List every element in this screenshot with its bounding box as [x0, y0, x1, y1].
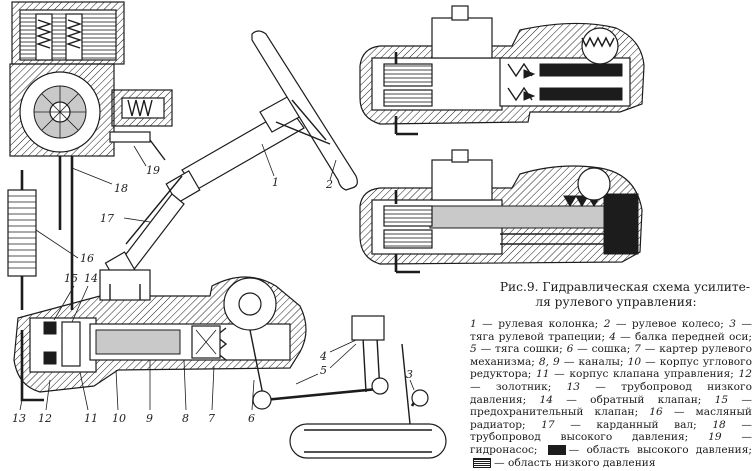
callout-17: 17 [100, 212, 114, 225]
callout-18: 18 [114, 182, 128, 195]
callout-1: 1 [272, 176, 279, 189]
callout-3: 3 [406, 368, 413, 381]
front-axle-linkage [252, 315, 447, 459]
legend-item-1: 1 — рулевая колонка; [470, 318, 599, 330]
caption-line-2: ля рулевого управления: [535, 295, 697, 309]
legend-item-15: 15 — предохранительный клапан; [470, 393, 752, 419]
callout-10: 10 [112, 412, 126, 425]
high-pressure-swatch [547, 444, 566, 455]
steering-gear-main [13, 269, 307, 401]
legend-high-pressure: — область высокого давления; [545, 444, 752, 456]
legend-item-8-9: 8, 9 — каналы; [538, 355, 624, 368]
figure-caption: Рис.9. Гидравлическая схема усилите- ля … [482, 280, 750, 310]
callouts: 1 2 3 4 5 6 7 8 9 10 11 12 13 1 [12, 143, 415, 425]
callout-14: 14 [84, 272, 98, 285]
caption-prefix: Рис.9. [499, 280, 539, 294]
steering-column [104, 30, 358, 285]
callout-9: 9 [146, 412, 153, 425]
legend-item-5: 5 — тяга сошки; [470, 343, 563, 356]
callout-2: 2 [325, 178, 333, 191]
legend-item-14: 14 — обратный клапан; [539, 393, 702, 406]
legend-item-17: 17 — карданный вал; [541, 418, 697, 431]
legend-item-3: 3 — тяга рулевой трапеции; [470, 318, 752, 343]
legend-item-4: 4 — балка передней оси; [609, 330, 752, 343]
callout-4: 4 [319, 350, 327, 363]
callout-13: 13 [12, 412, 26, 425]
legend-item-6: 6 — сошка; [566, 343, 631, 356]
callout-19: 19 [146, 164, 160, 177]
callout-8: 8 [182, 412, 189, 425]
legend-item-18: 18 — трубопровод высокого давления; [470, 418, 752, 444]
hydraulic-pump [9, 1, 173, 157]
figure-legend: 1 — рулевая колонка; 2 — рулевое колесо;… [470, 318, 752, 469]
legend-item-10: 10 — корпус углового редуктора; [470, 355, 753, 381]
section-upper [359, 5, 645, 136]
legend-item-13: 13 — трубопровод низкого давления; [470, 380, 752, 406]
low-pressure-swatch [473, 457, 491, 468]
legend-low-pressure: — область низкого давления [470, 457, 656, 469]
legend-item-19: 19 — гидронасос; [470, 431, 753, 456]
caption-line-1: Гидравлическая схема усилите- [542, 280, 750, 294]
legend-item-12: 12 — золотник; [470, 368, 752, 393]
callout-15: 15 [64, 272, 78, 285]
legend-item-2: 2 — рулевое колесо; [603, 318, 724, 330]
section-lower [359, 149, 643, 274]
callout-16: 16 [80, 252, 94, 265]
callout-12: 12 [38, 412, 52, 425]
legend-item-16: 16 — масляный радиатор; [470, 406, 752, 431]
callout-11: 11 [84, 412, 98, 425]
callout-7: 7 [208, 412, 215, 425]
callout-6: 6 [248, 412, 255, 425]
legend-item-11: 11 — корпус клапана управления; [536, 368, 734, 381]
callout-5: 5 [320, 364, 327, 377]
legend-item-7: 7 — картер рулевого механизма; [470, 343, 752, 368]
